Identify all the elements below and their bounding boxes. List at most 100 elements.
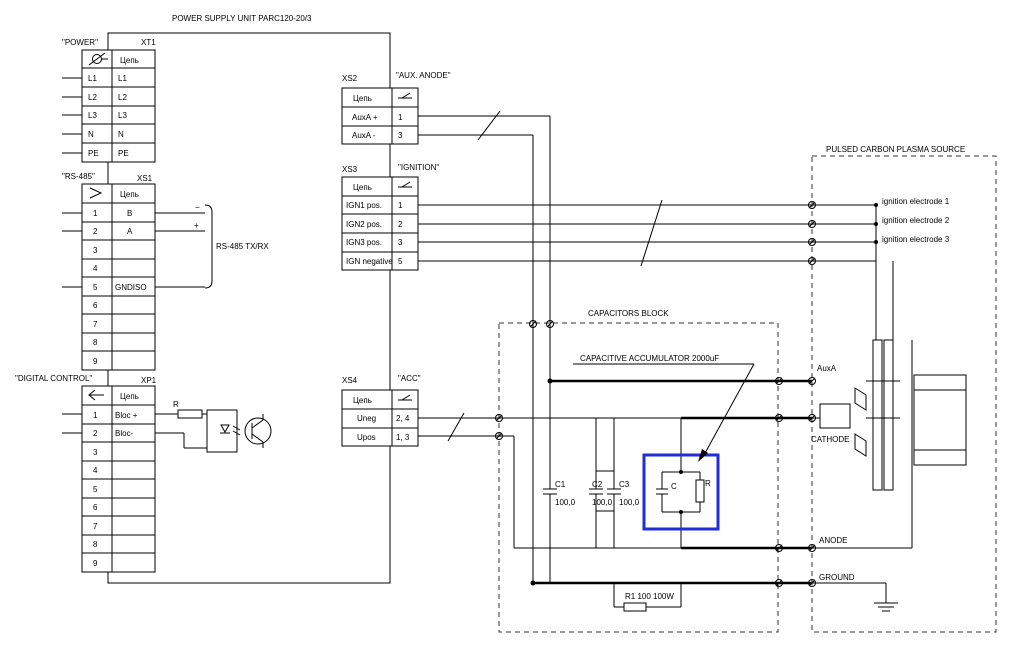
xs4-pin: 2, 4 xyxy=(396,414,410,423)
xp1-pin: 2 xyxy=(93,429,98,438)
xs2-pin: 1 xyxy=(398,113,403,122)
contact-icon xyxy=(398,394,412,401)
plasma-source: AuxA CATHODE ANODE GROUND xyxy=(811,261,967,612)
xs3-pin: 1 xyxy=(398,201,403,210)
xs2-ref: XS2 xyxy=(342,74,358,83)
xs1-pin: 3 xyxy=(93,246,98,255)
aux-anode-wires xyxy=(418,110,553,586)
socket-icon xyxy=(89,187,103,199)
optocoupler-box xyxy=(206,409,238,453)
xs2-pin: 3 xyxy=(398,131,403,140)
plug-icon xyxy=(88,52,108,66)
xs1-pin: 7 xyxy=(93,320,98,329)
auxa-label: AuxA xyxy=(817,364,837,373)
connector-xt1: "POWER" XT1 Цепь L1 L1 L2 L2 L3 L3 N N P… xyxy=(62,38,156,163)
ignition-electrode-label: ignition electrode 1 xyxy=(882,197,950,206)
capacitor-value: 100,0 xyxy=(592,498,613,507)
capacitor-ref: C1 xyxy=(555,480,566,489)
terminal-icon xyxy=(808,579,816,587)
xp1-chain-header: Цепь xyxy=(120,392,139,401)
xs4-chain-header: Цепь xyxy=(353,396,372,405)
xt1-signal: L2 xyxy=(118,93,127,102)
xs1-pin: 6 xyxy=(93,301,98,310)
terminal-icon xyxy=(495,414,503,422)
rs485-minus: − xyxy=(195,203,200,212)
arrow-left-icon xyxy=(88,389,104,401)
xs1-pin: 5 xyxy=(93,283,98,292)
optocoupler-icon xyxy=(220,414,272,448)
terminal-icon xyxy=(808,257,816,265)
xp1-pin: 4 xyxy=(93,466,98,475)
xp1-pin: 8 xyxy=(93,540,98,549)
capacitors-block-title: CAPACITORS BLOCK xyxy=(588,309,669,318)
xp1-pin: 7 xyxy=(93,522,98,531)
unit-title: POWER SUPPLY UNIT PARC120-20/3 xyxy=(172,14,312,23)
xs1-signal: A xyxy=(127,227,133,236)
connector-xp1: "DIGITAL CONTROL" XP1 Цепь 1 Bloc + 2 Bl… xyxy=(15,374,272,573)
cathode-label: CATHODE xyxy=(811,435,850,444)
xt1-name: "POWER" xyxy=(62,38,98,47)
xs3-ref: XS3 xyxy=(342,165,358,174)
xs3-pin: 5 xyxy=(398,257,403,266)
xt1-signal: N xyxy=(118,130,124,139)
accumulator-label: CAPACITIVE ACCUMULATOR 2000uF xyxy=(580,354,719,363)
xs3-name: "IGNITION" xyxy=(398,163,439,172)
xs3-pin: 2 xyxy=(398,220,403,229)
xp1-pin: 1 xyxy=(93,411,98,420)
terminal-icon xyxy=(495,432,503,440)
rs485-plus: + xyxy=(194,221,199,230)
resistor-symbol xyxy=(177,409,203,419)
xs3-pin: 3 xyxy=(398,238,403,247)
ignition-wires: ignition electrode 1 ignition electrode … xyxy=(418,197,950,340)
connector-xs1: "RS-485" XS1 Цепь 1 B 2 A 3 4 5 GNDISO 6… xyxy=(62,172,269,371)
xp1-pin: 3 xyxy=(93,448,98,457)
terminal-icon xyxy=(808,238,816,246)
xs1-pin: 9 xyxy=(93,357,98,366)
xs3-signal: IGN2 pos. xyxy=(346,220,382,229)
xt1-ext-label: L3 xyxy=(88,111,97,120)
terminal-icon xyxy=(808,220,816,228)
accumulator-highlight xyxy=(642,453,720,531)
accumulator-r-label: R xyxy=(705,479,711,488)
xs2-signal: AuxA + xyxy=(352,113,378,122)
contact-icon xyxy=(398,181,412,188)
xs3-signal: IGN negative xyxy=(346,257,393,266)
terminal-icon xyxy=(808,544,816,552)
xs1-ref: XS1 xyxy=(137,174,153,183)
terminal-markers xyxy=(495,201,816,587)
plasma-source-title: PULSED CARBON PLASMA SOURCE xyxy=(826,145,965,154)
xs4-signal: Upos xyxy=(357,433,376,442)
capacitors-block-outline xyxy=(498,322,779,633)
terminal-icon xyxy=(775,377,783,385)
anode-label: ANODE xyxy=(819,536,847,545)
rs485-bus-label: RS-485 TX/RX xyxy=(216,242,269,251)
terminal-icon xyxy=(808,377,816,385)
xs3-signal: IGN3 pos. xyxy=(346,238,382,247)
capacitor-value: 100,0 xyxy=(619,498,640,507)
r1-label: R1 100 100W xyxy=(625,592,674,601)
xp1-name: "DIGITAL CONTROL" xyxy=(15,374,92,383)
xs3-signal: IGN1 pos. xyxy=(346,201,382,210)
ground-icon xyxy=(874,602,898,612)
accumulator-resistor xyxy=(695,479,705,503)
capacitor-value: 100,0 xyxy=(555,498,576,507)
capacitor-bank: C1 100,0 C2 100,0 C3 100,0 C R xyxy=(533,354,812,612)
accumulator-c-label: C xyxy=(671,482,677,491)
xp1-signal: Bloc + xyxy=(115,411,138,420)
xt1-ext-label: N xyxy=(88,130,94,139)
xs2-name: "AUX. ANODE" xyxy=(396,71,451,80)
xt1-signal: L1 xyxy=(118,74,127,83)
connector-xs3: XS3 "IGNITION" Цепь IGN1 pos. 1 IGN2 pos… xyxy=(341,163,439,271)
connector-xs4: XS4 "ACC" Цепь Uneg 2, 4 Upos 1, 3 xyxy=(341,374,421,447)
xp1-pin: 5 xyxy=(93,485,98,494)
xt1-ext-label: L2 xyxy=(88,93,97,102)
rs485-bracket xyxy=(204,204,213,289)
terminal-icon xyxy=(775,579,783,587)
xs1-chain-header: Цепь xyxy=(120,190,139,199)
ignition-electrode-label: ignition electrode 3 xyxy=(882,235,950,244)
xt1-ext-label: L1 xyxy=(88,74,97,83)
terminal-icon xyxy=(775,544,783,552)
capacitor-ref: C3 xyxy=(619,480,630,489)
plasma-source-outline xyxy=(811,155,997,633)
